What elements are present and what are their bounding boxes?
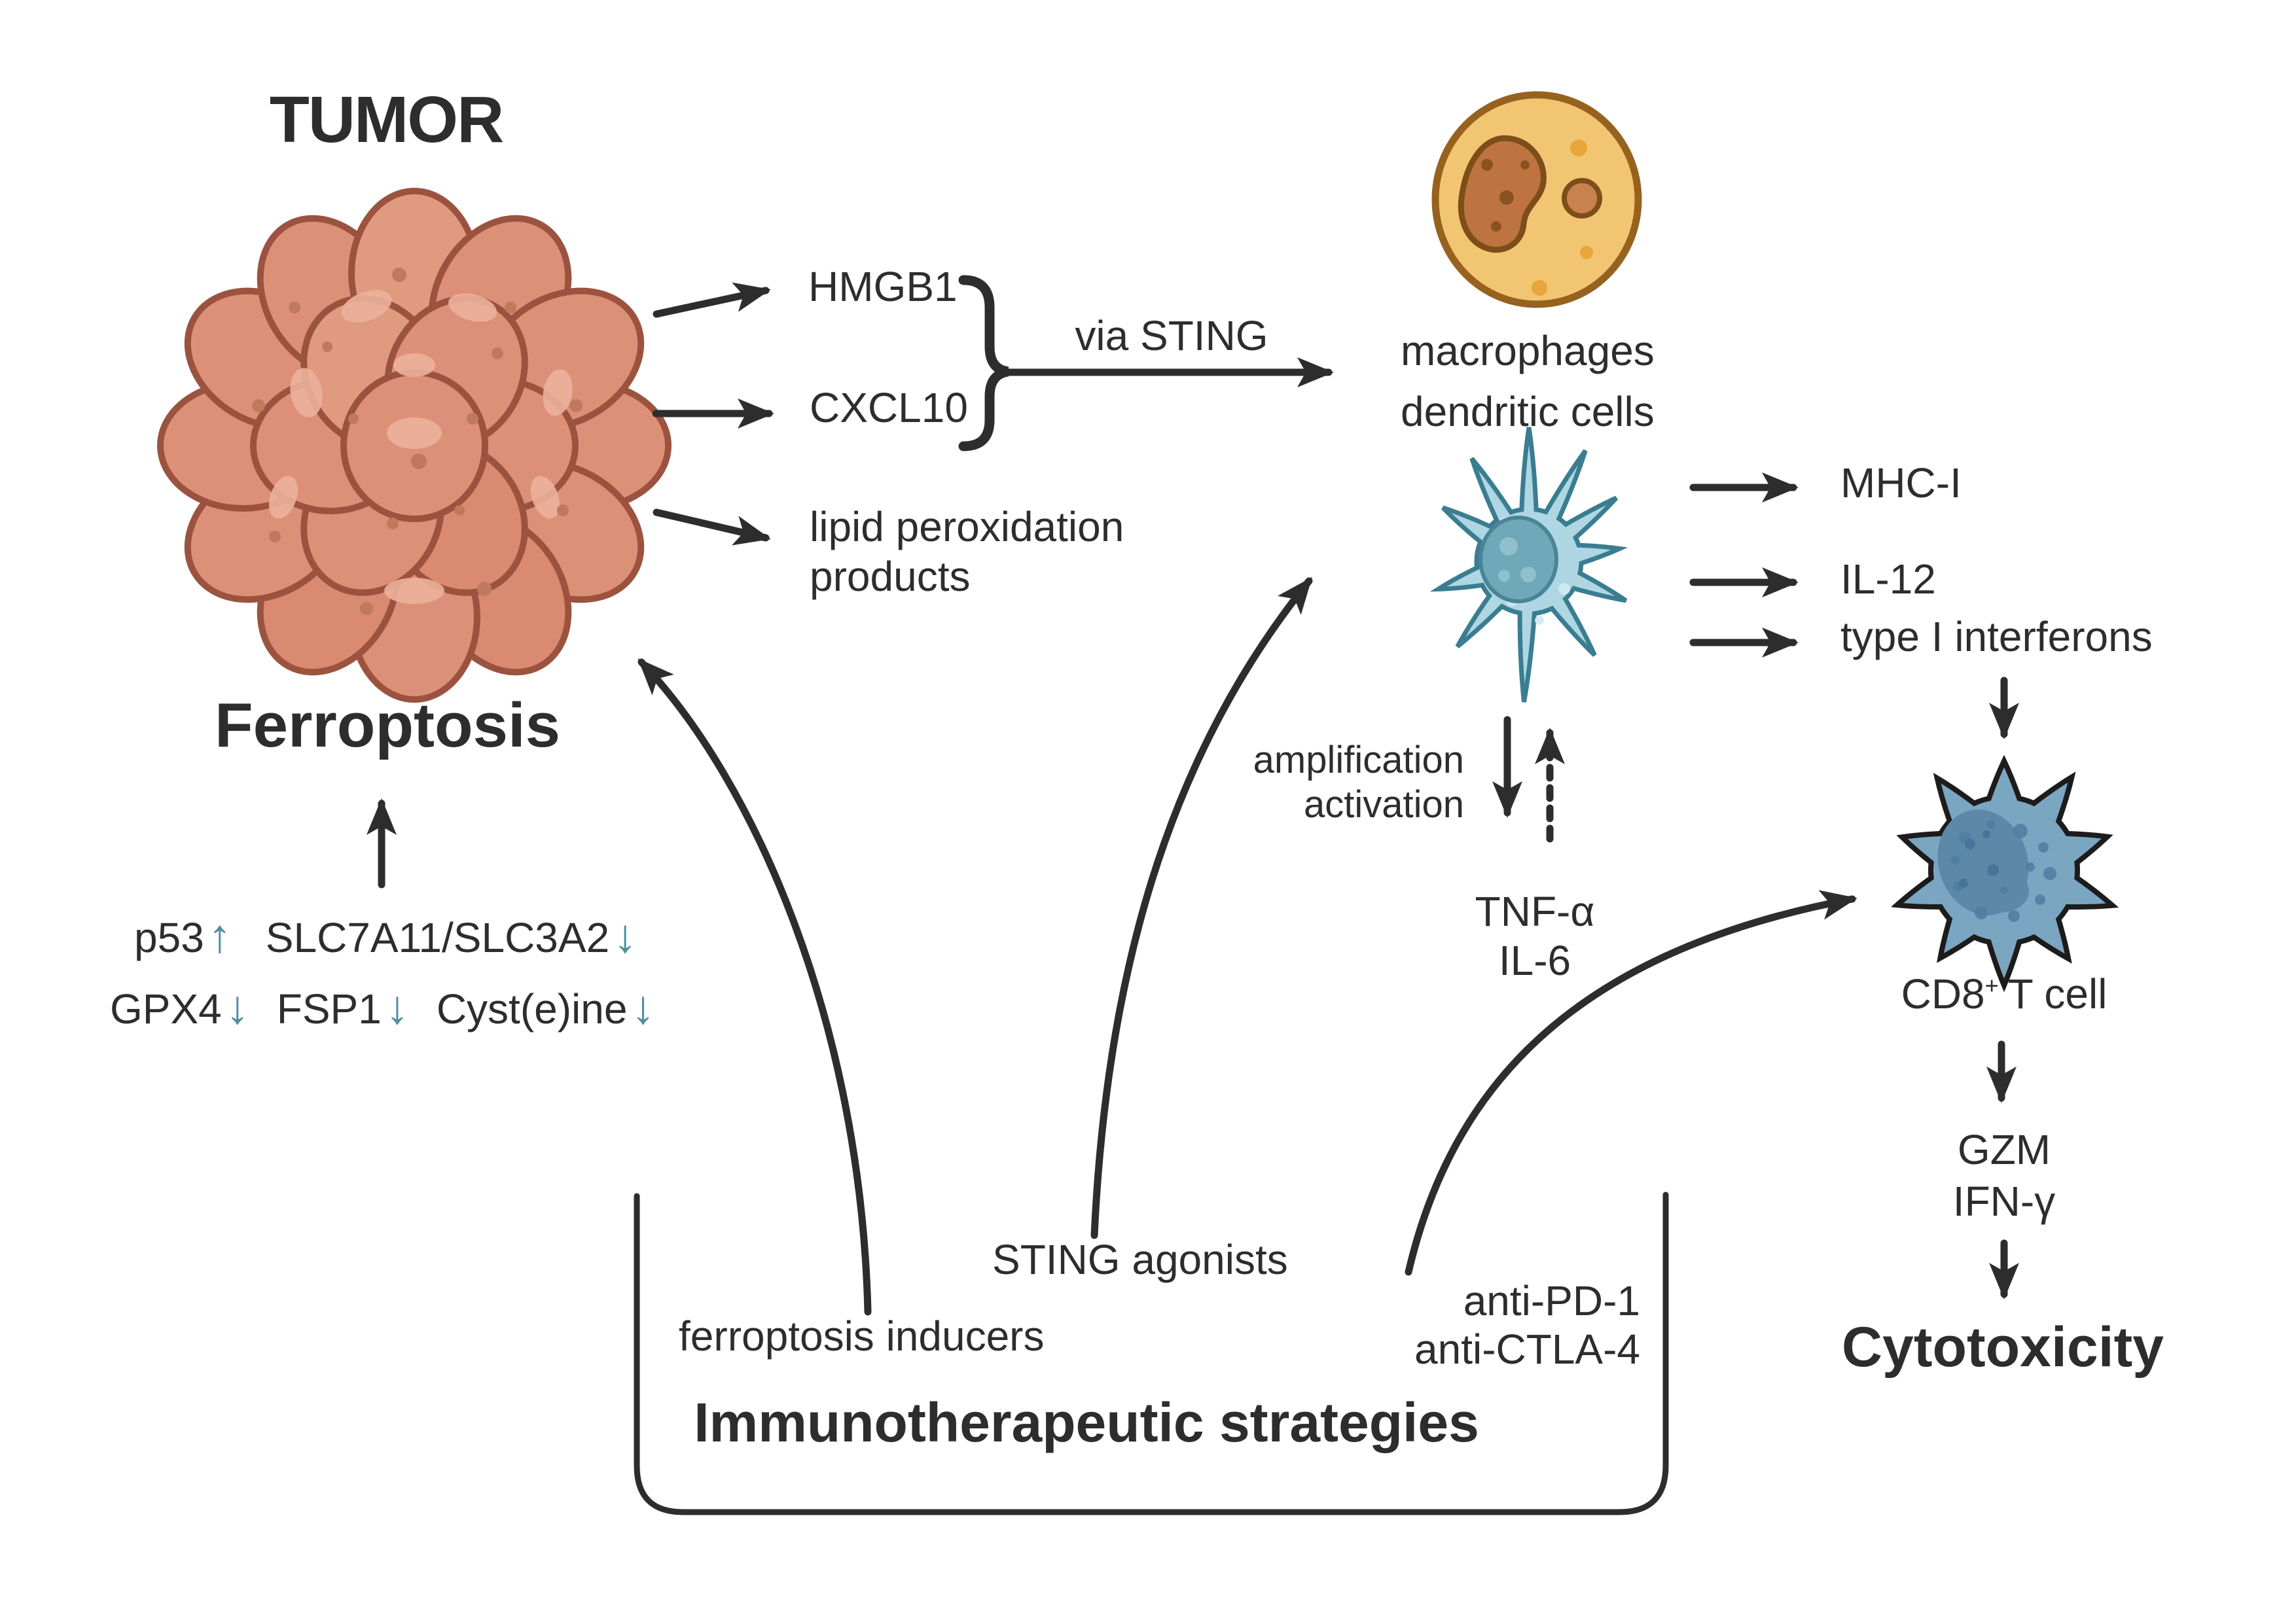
tumor-highlights: [268, 290, 573, 604]
strategies-box: [634, 1192, 1669, 1515]
tumor-speckles: [252, 268, 583, 615]
dendritic-cell-illustration: [1429, 427, 1628, 703]
ferroptosis-label: Ferroptosis: [214, 690, 561, 760]
arrow-sting-agonists: [1090, 576, 1313, 1239]
hmgb1-label: HMGB1: [808, 263, 958, 310]
arrow-tumor-to-hmgb1: [653, 282, 771, 318]
cytotoxicity-label: Cytotoxicity: [1841, 1316, 2164, 1379]
via-sting-label: via STING: [1075, 312, 1268, 359]
sting-agonists-label: STING agonists: [992, 1236, 1288, 1283]
strategies-box-title: Immunotherapeutic strategies: [694, 1392, 1479, 1453]
tumor-illustration: [157, 188, 672, 703]
down-arrow-icon: ↓: [631, 981, 655, 1034]
down-arrow-icon: ↓: [613, 910, 637, 962]
brace-icon: [958, 275, 1009, 451]
il12-label: IL-12: [1840, 556, 1936, 603]
gpx4-label: GPX4: [110, 985, 222, 1033]
regulator-row-2: GPX4↓FSP1↓Cyst(e)ine↓: [110, 983, 655, 1033]
macrophage-illustration: [1431, 91, 1642, 308]
apc-label: macrophages dendritic cells: [1401, 327, 1655, 435]
amplification-activation-label: amplification activation: [1253, 739, 1464, 826]
gzm-ifng-label: GZM IFN-γ: [1952, 1126, 2056, 1225]
p53-label: p53: [134, 914, 204, 961]
down-arrow-icon: ↓: [385, 981, 409, 1034]
type1-ifn-label: type I interferons: [1840, 613, 2153, 660]
cd8-tcell-illustration: [1890, 754, 2119, 993]
tnf-il6-label: TNF-α IL-6: [1475, 888, 1595, 984]
down-arrow-icon: ↓: [225, 981, 249, 1034]
checkpoint-inhibitors-label: anti-PD-1 anti-CTLA-4: [1414, 1277, 1640, 1373]
arrow-anti-pd1-ctla4: [1405, 890, 1857, 1276]
ferroptosis-inducers-label: ferroptosis inducers: [679, 1313, 1045, 1360]
slc7a11-label: SLC7A11/SLC3A2: [265, 914, 610, 961]
cysteine-label: Cyst(e)ine: [436, 985, 628, 1033]
mhc1-label: MHC-I: [1840, 459, 1962, 506]
fsp1-label: FSP1: [276, 985, 382, 1033]
cxcl10-label: CXCL10: [810, 384, 968, 431]
lipid-peroxidation-label: lipid peroxidation products: [810, 503, 1124, 601]
arrow-tumor-to-lipid: [653, 508, 771, 546]
up-arrow-icon: ↑: [207, 910, 232, 962]
cd8-tcell-label: CD8+T cell: [1901, 970, 2108, 1017]
regulator-row-1: p53↑ SLC7A11/SLC3A2↓: [134, 911, 637, 961]
tumor-title: TUMOR: [269, 83, 505, 156]
dendritic-cell-nucleus: [1479, 516, 1558, 603]
arrow-ferroptosis-inducers: [637, 658, 872, 1316]
